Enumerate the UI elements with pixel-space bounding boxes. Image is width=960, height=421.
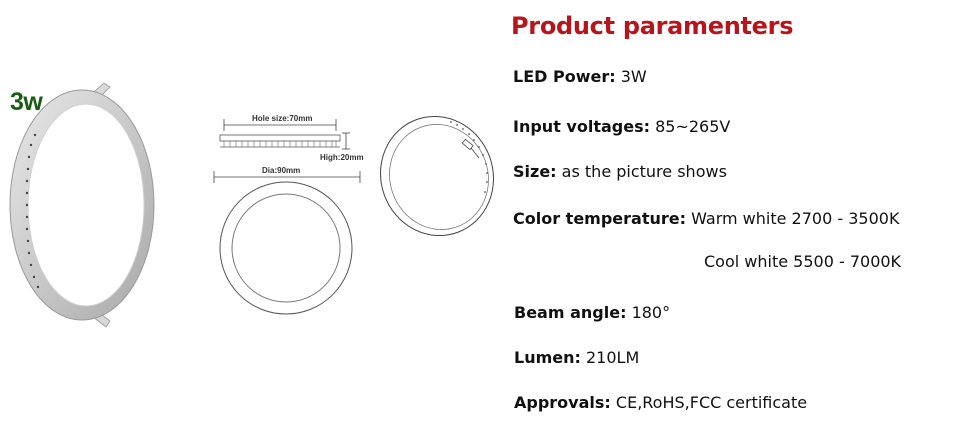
- spec-value: 3W: [620, 67, 647, 86]
- spec-title: Product paramenters: [511, 12, 794, 40]
- spec-label: Cool: [704, 252, 740, 271]
- technical-drawing: Hole size:70mm High:20mm Dia:90mm: [210, 105, 370, 315]
- hole-size-label: Hole size:70mm: [252, 114, 313, 123]
- spec-input-voltage: Input voltages: 85~265V: [513, 117, 730, 136]
- spec-beam-angle: Beam angle: 180°: [514, 303, 670, 322]
- spec-color-temperature: Color temperature: Warm white 2700 - 350…: [513, 209, 899, 228]
- spec-value: Warm white 2700 - 3500K: [691, 209, 900, 228]
- diameter-label: Dia:90mm: [262, 166, 301, 175]
- spec-label: LED Power:: [513, 67, 616, 86]
- spec-value: white 5500 - 7000K: [744, 252, 902, 271]
- spec-label: Approvals:: [514, 393, 611, 412]
- dimension-diagram: [213, 119, 361, 315]
- spec-label: Color temperature:: [513, 209, 687, 228]
- spec-value: 210LM: [586, 348, 640, 367]
- panel-light-photo: [9, 82, 155, 328]
- spec-value: CE,RoHS,FCC certificate: [615, 393, 808, 412]
- perspective-drawing: [375, 108, 505, 248]
- spec-size: Size: as the picture shows: [513, 162, 727, 181]
- spec-value: as the picture shows: [561, 162, 727, 181]
- wattage-badge: 3w: [10, 88, 43, 116]
- spec-label: Beam angle:: [514, 303, 627, 322]
- spec-lumen: Lumen: 210LM: [514, 348, 639, 367]
- spec-cool-white: Cool white 5500 - 7000K: [704, 252, 901, 271]
- spec-approvals: Approvals: CE,RoHS,FCC certificate: [514, 393, 807, 412]
- panel-outline-diagram: [380, 115, 494, 237]
- spec-label: Input voltages:: [513, 117, 650, 136]
- spec-label: Lumen:: [514, 348, 581, 367]
- spec-value: 85~265V: [655, 117, 731, 136]
- spec-led-power: LED Power: 3W: [513, 67, 647, 86]
- height-label: High:20mm: [320, 153, 364, 162]
- product-photo: [0, 75, 165, 335]
- spec-value: 180°: [631, 303, 671, 322]
- spec-label: Size:: [513, 162, 557, 181]
